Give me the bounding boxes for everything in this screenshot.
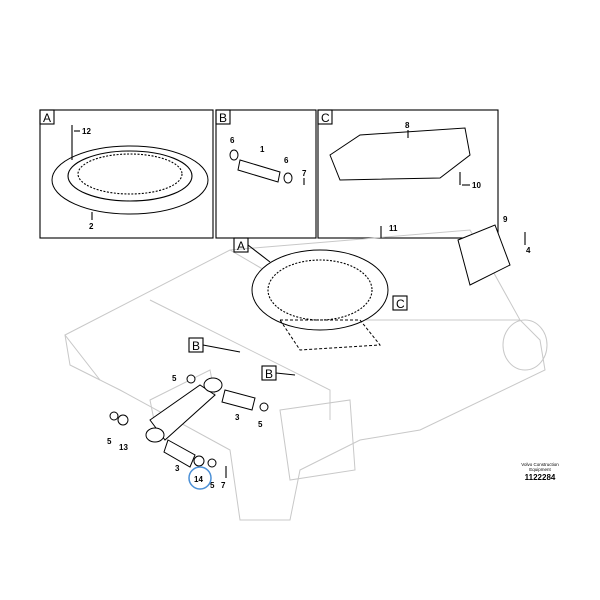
item-5: 5 — [172, 374, 177, 383]
detail-panel-b: B 6 1 6 7 — [215, 109, 317, 239]
slewing-ring-icon — [51, 145, 209, 215]
credit-line-1: Volvo Construction — [521, 462, 559, 467]
highlight-circle[interactable] — [188, 466, 212, 490]
item-6: 6 — [284, 156, 289, 165]
pin-icon — [237, 159, 281, 183]
item-5: 5 — [258, 420, 263, 429]
item-7: 7 — [221, 481, 226, 490]
item-12: 12 — [82, 127, 91, 136]
callout-b: B — [192, 339, 200, 353]
panel-a-label: A — [43, 111, 51, 125]
item-6: 6 — [230, 136, 235, 145]
item-14-highlighted[interactable]: 14 — [194, 475, 203, 484]
detail-panel-a: A 12 2 — [39, 109, 214, 239]
item-11: 11 — [389, 224, 398, 233]
item-10: 10 — [472, 181, 481, 190]
callout-b-2: B — [265, 367, 273, 381]
item-2: 2 — [89, 222, 94, 231]
callout-a: A — [237, 239, 245, 253]
item-3: 3 — [175, 464, 180, 473]
item-4: 4 — [526, 246, 531, 255]
slewing-ring-main — [251, 249, 389, 331]
panel-c-label: C — [321, 111, 330, 125]
cover-plate-icon — [329, 127, 471, 181]
panel-b-label: B — [219, 111, 227, 125]
detail-panel-c: C 8 10 — [317, 109, 499, 239]
drawing-number: 1122284 — [525, 473, 556, 482]
credit-line-2: Equipment — [529, 467, 551, 472]
item-5: 5 — [107, 437, 112, 446]
item-8: 8 — [405, 121, 410, 130]
item-9: 9 — [503, 215, 508, 224]
item-5: 5 — [210, 481, 215, 490]
item-3: 3 — [235, 413, 240, 422]
item-1: 1 — [260, 145, 265, 154]
item-7: 7 — [302, 169, 307, 178]
callout-c: C — [396, 297, 405, 311]
item-13: 13 — [119, 443, 128, 452]
cover-plate-main — [457, 224, 511, 286]
